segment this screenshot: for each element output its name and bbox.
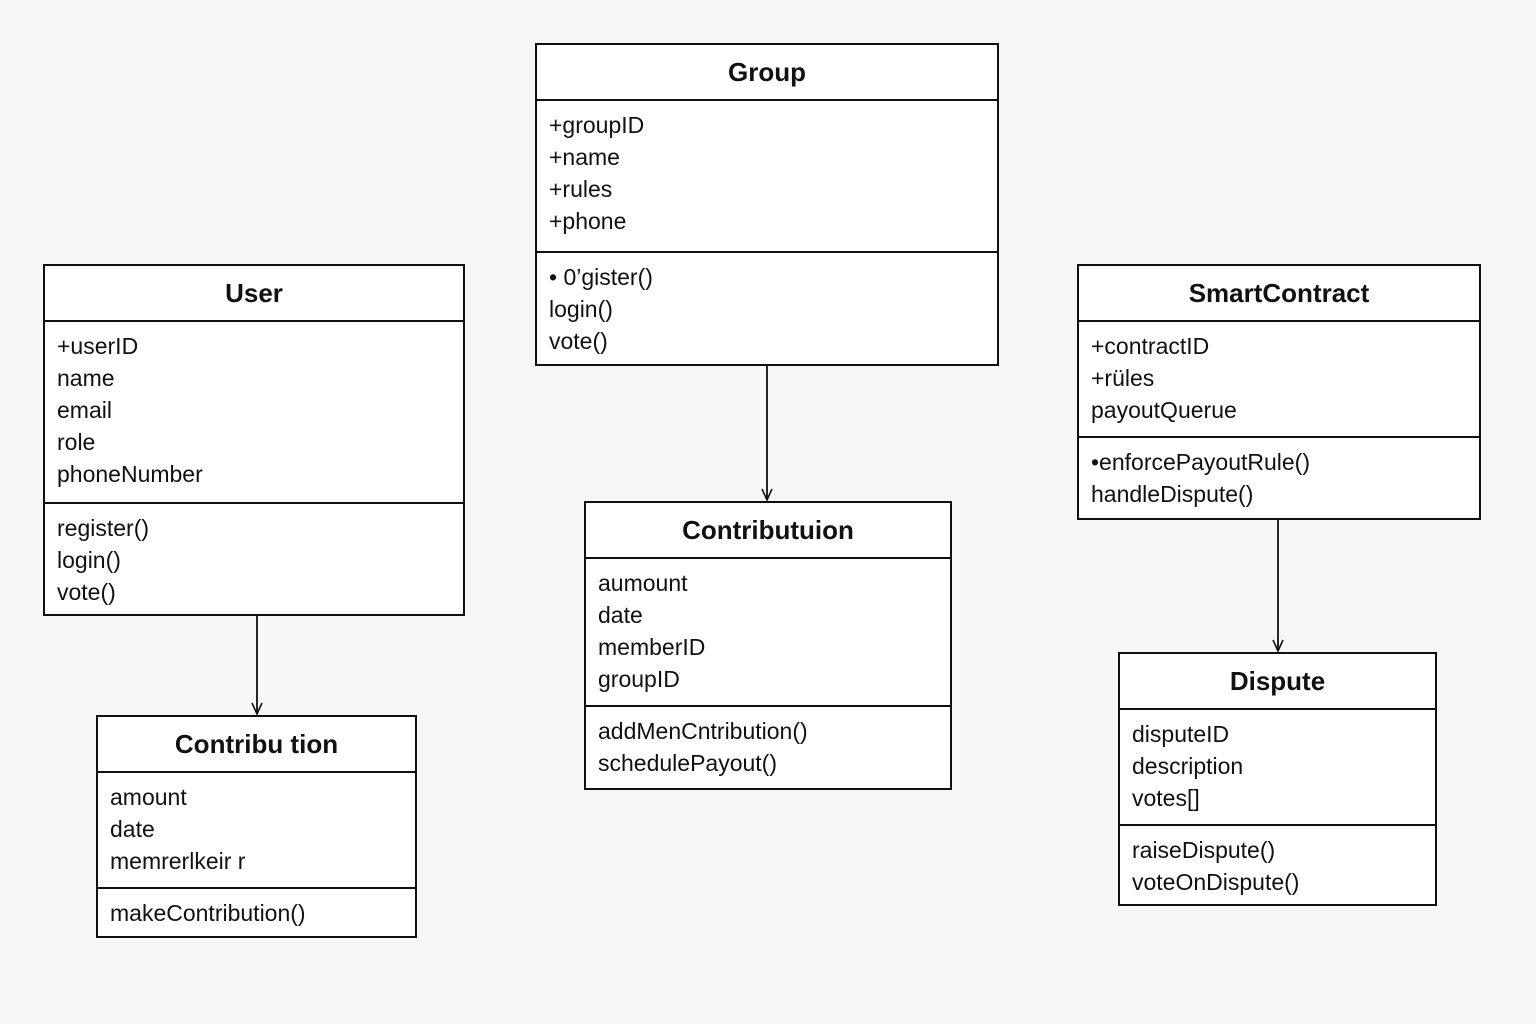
- method: • 0’gister(): [549, 264, 653, 290]
- methods-section: register() login() vote(): [45, 504, 463, 616]
- attribute: groupID: [598, 666, 680, 692]
- attributes-section: amount date memrerlkeir r: [98, 773, 415, 889]
- class-name: Group: [537, 45, 997, 101]
- method: schedulePayout(): [598, 750, 777, 776]
- attribute: name: [57, 365, 115, 391]
- attribute: role: [57, 429, 96, 455]
- attributes-section: aumount date memberID groupID: [586, 559, 950, 707]
- methods-section: raiseDispute() voteOnDispute(): [1120, 826, 1435, 906]
- attributes-section: +contractID +rüles payoutQuerue: [1079, 322, 1479, 438]
- method: addMenCntribution(): [598, 718, 808, 744]
- class-dispute: Dispute disputeID description votes[] ra…: [1118, 652, 1437, 906]
- attribute: +groupID: [549, 112, 645, 138]
- class-name: Contribu tion: [98, 717, 415, 773]
- class-contribution-user: Contribu tion amount date memrerlkeir r …: [96, 715, 417, 938]
- class-name: Dispute: [1120, 654, 1435, 710]
- attribute: aumount: [598, 570, 688, 596]
- class-name: User: [45, 266, 463, 322]
- class-contribution-main: Contributuion aumount date memberID grou…: [584, 501, 952, 790]
- method: raiseDispute(): [1132, 837, 1276, 863]
- method: •enforcePayoutRule(): [1091, 449, 1310, 475]
- class-name: SmartContract: [1079, 266, 1479, 322]
- method: login(): [57, 547, 121, 573]
- class-name: Contributuion: [586, 503, 950, 559]
- attribute: +userID: [57, 333, 139, 359]
- method: vote(): [57, 579, 116, 605]
- attribute: +rüles: [1091, 365, 1155, 391]
- attribute: +phone: [549, 208, 627, 234]
- methods-section: addMenCntribution() schedulePayout(): [586, 707, 950, 787]
- attribute: +rules: [549, 176, 613, 202]
- attributes-section: disputeID description votes[]: [1120, 710, 1435, 826]
- method: vote(): [549, 328, 608, 354]
- methods-section: makeContribution(): [98, 889, 415, 937]
- attribute: +name: [549, 144, 620, 170]
- class-smart-contract: SmartContract +contractID +rüles payoutQ…: [1077, 264, 1481, 520]
- attribute: memrerlkeir r: [110, 848, 246, 874]
- methods-section: •enforcePayoutRule() handleDispute(): [1079, 438, 1479, 518]
- method: login(): [549, 296, 613, 322]
- attribute: amount: [110, 784, 187, 810]
- attribute: +contractID: [1091, 333, 1210, 359]
- class-group: Group +groupID +name +rules +phone • 0’g…: [535, 43, 999, 366]
- attribute: memberID: [598, 634, 706, 660]
- attribute: date: [110, 816, 155, 842]
- class-user: User +userID name email role phoneNumber…: [43, 264, 465, 616]
- attributes-section: +userID name email role phoneNumber: [45, 322, 463, 504]
- method: voteOnDispute(): [1132, 869, 1300, 895]
- attribute: phoneNumber: [57, 461, 203, 487]
- method: handleDispute(): [1091, 481, 1254, 507]
- method: makeContribution(): [110, 900, 306, 926]
- attribute: description: [1132, 753, 1244, 779]
- methods-section: • 0’gister() login() vote(): [537, 253, 997, 365]
- attribute: votes[]: [1132, 785, 1200, 811]
- method: register(): [57, 515, 150, 541]
- attribute: disputeID: [1132, 721, 1230, 747]
- attribute: payoutQuerue: [1091, 397, 1237, 423]
- attributes-section: +groupID +name +rules +phone: [537, 101, 997, 253]
- attribute: date: [598, 602, 643, 628]
- attribute: email: [57, 397, 112, 423]
